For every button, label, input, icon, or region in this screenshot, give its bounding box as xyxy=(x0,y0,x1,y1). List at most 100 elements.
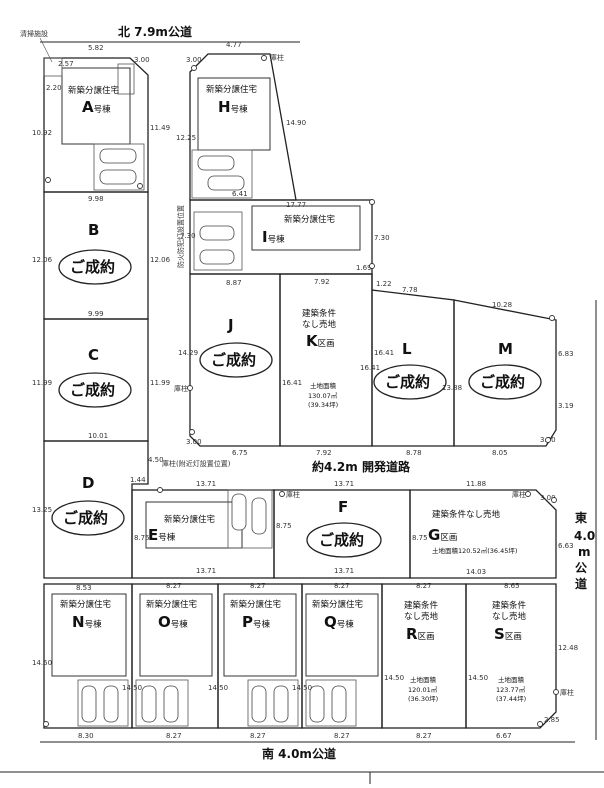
lot-q-car-1 xyxy=(309,685,325,723)
lot-a-parking xyxy=(93,143,145,191)
seiso-label: 清掃施設 xyxy=(20,29,48,38)
lot-i-house xyxy=(251,205,361,251)
boundary-marker xyxy=(369,263,375,269)
lot-p-house xyxy=(223,593,297,677)
lot-s-post xyxy=(553,689,559,695)
lot-d-outline xyxy=(43,440,149,579)
lot-o-suffix: 号棟 xyxy=(171,619,189,630)
lot-p-house-label: 新築分譲住宅 xyxy=(230,599,281,610)
dim-d-bottom: 8.53 xyxy=(76,584,92,592)
dim-o-left: 14.50 xyxy=(122,684,142,692)
road-north-label: 北 7.9m公道 xyxy=(118,24,192,39)
road-east-label-5: 道 xyxy=(575,576,587,591)
lot-p-number: P号棟 xyxy=(242,613,271,631)
dim-i-169: 1.69 xyxy=(356,264,372,272)
dim-p-top: 8.27 xyxy=(250,582,266,590)
dim-n-left: 14.50 xyxy=(32,659,52,667)
lot-r-letter: R xyxy=(406,625,418,643)
dim-m-right: 6.83 xyxy=(558,350,574,358)
lot-q-house-label: 新築分譲住宅 xyxy=(312,599,363,610)
dim-b-left: 12.06 xyxy=(32,256,53,264)
lot-g-cond: 建築条件なし売地 xyxy=(432,509,501,520)
boundary-marker xyxy=(43,721,49,727)
dim-j-300: 3.00 xyxy=(186,438,202,446)
lot-e-house-label: 新築分譲住宅 xyxy=(164,514,215,525)
dim-l-left: 16.41 xyxy=(374,349,394,357)
lot-b-sold: ご成約 xyxy=(70,258,115,276)
lot-i-car-2 xyxy=(199,249,235,265)
lot-i-side-note: 防火防犯灯設置位置 xyxy=(176,205,185,268)
lot-k-cond-1: 建築条件 xyxy=(302,308,337,319)
lot-a-car-2 xyxy=(99,169,137,185)
dim-f-top: 13.71 xyxy=(334,480,354,488)
boundary-marker xyxy=(549,315,555,321)
lot-n-parking xyxy=(77,679,129,727)
dim-r-bottom: 8.27 xyxy=(416,732,432,740)
dim-q-left: 14.50 xyxy=(292,684,312,692)
dim-r-left: 14.50 xyxy=(384,674,404,682)
dim-s-left: 14.50 xyxy=(468,674,488,682)
lot-j-sold: ご成約 xyxy=(211,351,256,369)
dim-a-right: 11.49 xyxy=(150,124,170,132)
dim-s-top: 8.65 xyxy=(504,582,520,590)
dim-b-bottom: 9.99 xyxy=(88,310,104,318)
lot-l-outline xyxy=(371,274,455,447)
dim-h-left: 12.25 xyxy=(176,134,196,142)
lot-e-post xyxy=(157,487,163,493)
dim-q-top: 8.27 xyxy=(334,582,350,590)
lot-e-number: E号棟 xyxy=(148,526,176,544)
boundary-marker xyxy=(537,721,543,727)
dim-j-right: 16.41 xyxy=(282,379,302,387)
boundary-marker xyxy=(45,177,51,183)
dim-e-left: 8.75 xyxy=(134,534,150,542)
lot-p-parking xyxy=(247,679,299,727)
dim-m-top: 10.28 xyxy=(492,301,512,309)
lot-h-suffix: 号棟 xyxy=(231,104,249,115)
lot-e-car-2 xyxy=(251,497,267,535)
lot-s-area-label: 土地面積 xyxy=(498,675,525,684)
dim-p-left: 14.50 xyxy=(208,684,228,692)
lot-o-house xyxy=(139,593,213,677)
lot-p-letter: P xyxy=(242,613,253,631)
dim-q-bottom: 8.27 xyxy=(334,732,350,740)
lot-r-area-2: (36.30坪) xyxy=(408,695,438,703)
lot-i-letter: I xyxy=(262,228,268,246)
lot-k-area-2: (39.34坪) xyxy=(308,401,338,409)
lot-s-area-2: (37.44坪) xyxy=(496,695,526,703)
lot-k-area-label: 土地面積 xyxy=(310,381,337,390)
seiso-leader xyxy=(39,37,53,63)
lot-p-car-1 xyxy=(251,685,267,723)
lot-r-cond-1: 建築条件 xyxy=(404,600,439,611)
dim-h-top: 4.77 xyxy=(226,41,242,49)
lot-s-outline xyxy=(465,583,557,729)
lot-h-post xyxy=(261,55,267,61)
lot-e-post-note: 庫柱(附近灯設置位置) xyxy=(162,459,231,468)
boundary-marker xyxy=(545,437,551,443)
lot-o-house-label: 新築分譲住宅 xyxy=(146,599,197,610)
road-east-label-3: m xyxy=(578,545,591,559)
dim-h-641: 6.41 xyxy=(232,190,248,198)
lot-r-area-label: 土地面積 xyxy=(410,675,437,684)
lot-l-sold: ご成約 xyxy=(385,373,430,391)
dim-g-right: 6.63 xyxy=(558,542,574,550)
lot-p-suffix: 号棟 xyxy=(253,619,271,630)
lot-m-outline xyxy=(453,299,557,447)
dim-j-bottom: 6.75 xyxy=(232,449,248,457)
lot-s-post-label: 庫柱 xyxy=(560,688,574,697)
lot-q-letter: Q xyxy=(324,613,337,631)
lot-o-car-1 xyxy=(141,685,157,723)
dim-g-300: 3.00 xyxy=(540,494,556,502)
road-east-label-2: 4.0 xyxy=(574,529,595,543)
dim-o-top: 8.27 xyxy=(166,582,182,590)
boundary-marker xyxy=(369,199,375,205)
dim-b-right: 12.06 xyxy=(150,256,171,264)
lot-a-deck xyxy=(117,63,135,95)
dim-f-bottom: 13.71 xyxy=(334,567,354,575)
lot-h-car-1 xyxy=(197,155,235,171)
dim-d-144: 1.44 xyxy=(130,476,146,484)
boundary-marker xyxy=(137,183,143,189)
lot-o-car-2 xyxy=(163,685,179,723)
dim-s-285: 2.85 xyxy=(544,716,560,724)
boundary-marker xyxy=(551,497,557,503)
